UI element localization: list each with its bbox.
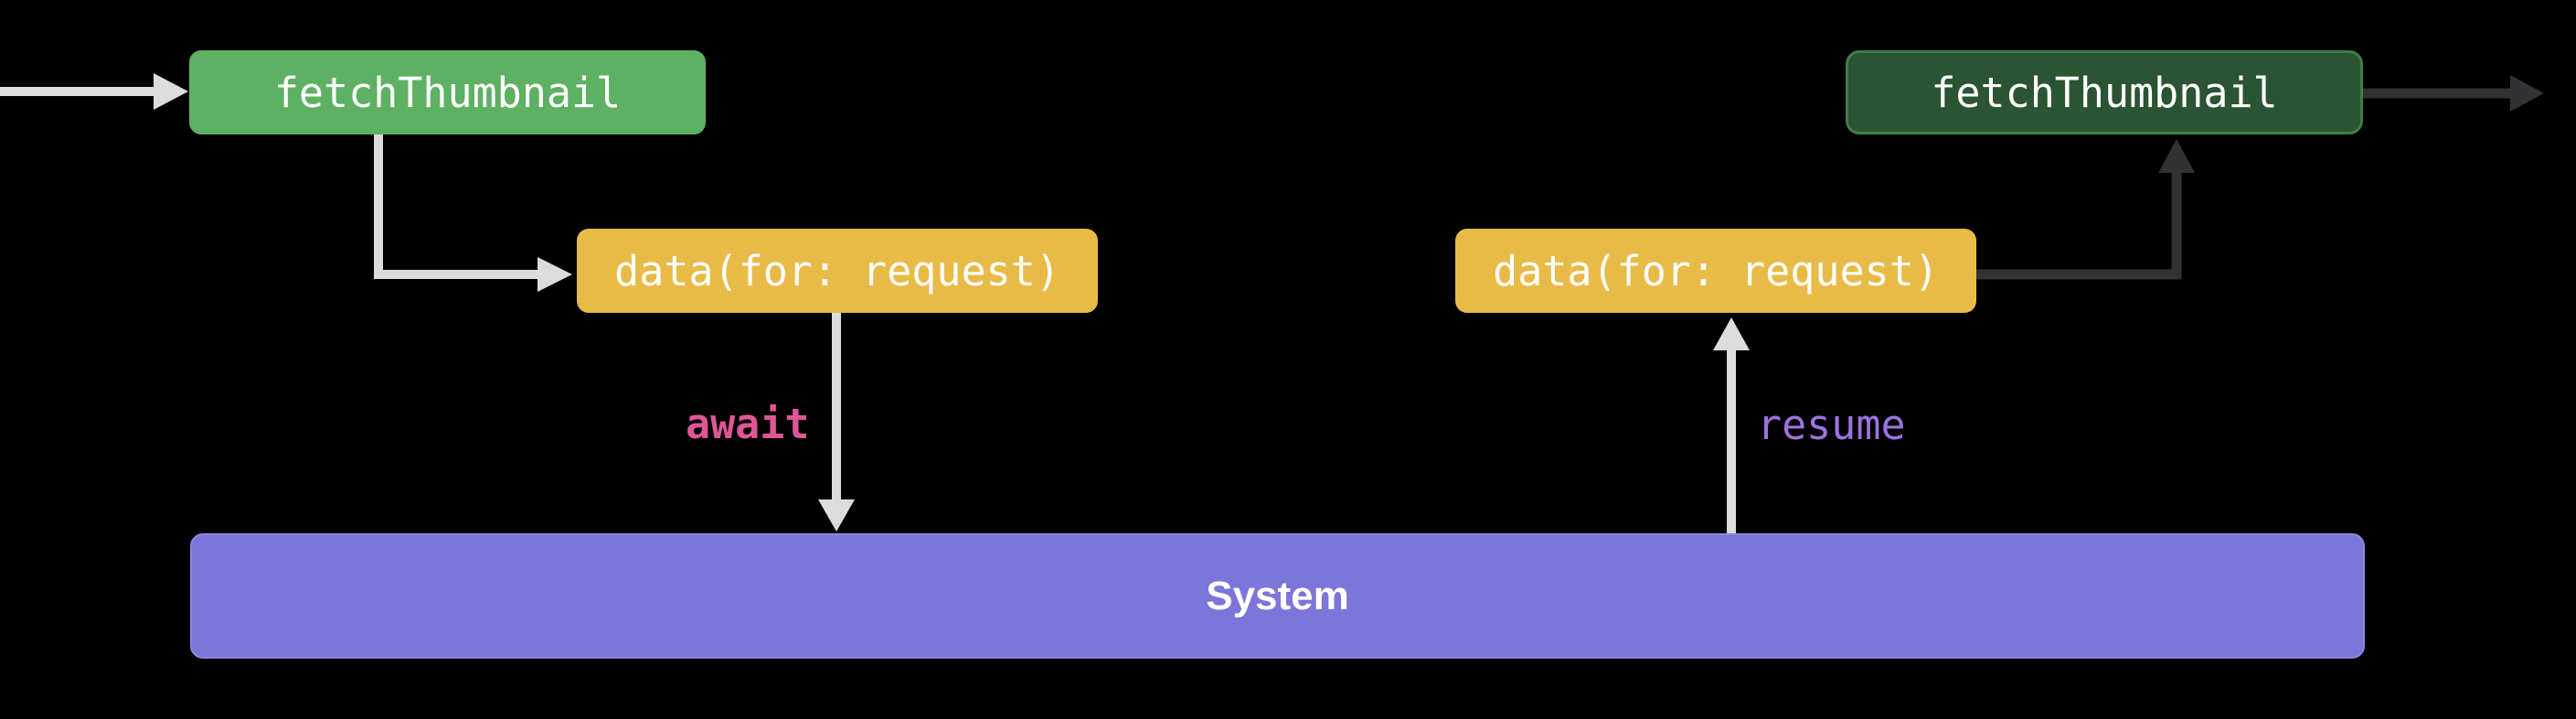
node-data-for-request-resume: data(for: request) [1455, 229, 1976, 313]
node-fetchthumbnail-resumed: fetchThumbnail [1846, 50, 2363, 134]
outgoing-return-arrow [2363, 75, 2544, 112]
data-to-fetch-elbow-arrow [1975, 139, 2195, 280]
await-arrow [818, 313, 855, 531]
resume-arrow [1713, 317, 1750, 533]
node-label: data(for: request) [1493, 246, 1939, 295]
node-data-for-request-await: data(for: request) [577, 229, 1098, 313]
resume-keyword-label: resume [1757, 401, 1906, 449]
fetch-to-data-elbow-arrow [374, 134, 572, 292]
node-label: fetchThumbnail [273, 68, 622, 117]
node-label: data(for: request) [614, 246, 1060, 295]
node-label: fetchThumbnail [1931, 68, 2278, 117]
node-system-bar: System [190, 533, 2365, 659]
incoming-call-arrow [0, 73, 188, 110]
node-label: System [1206, 573, 1349, 618]
node-fetchthumbnail-suspended: fetchThumbnail [189, 50, 706, 134]
await-keyword-label: await [686, 400, 810, 448]
